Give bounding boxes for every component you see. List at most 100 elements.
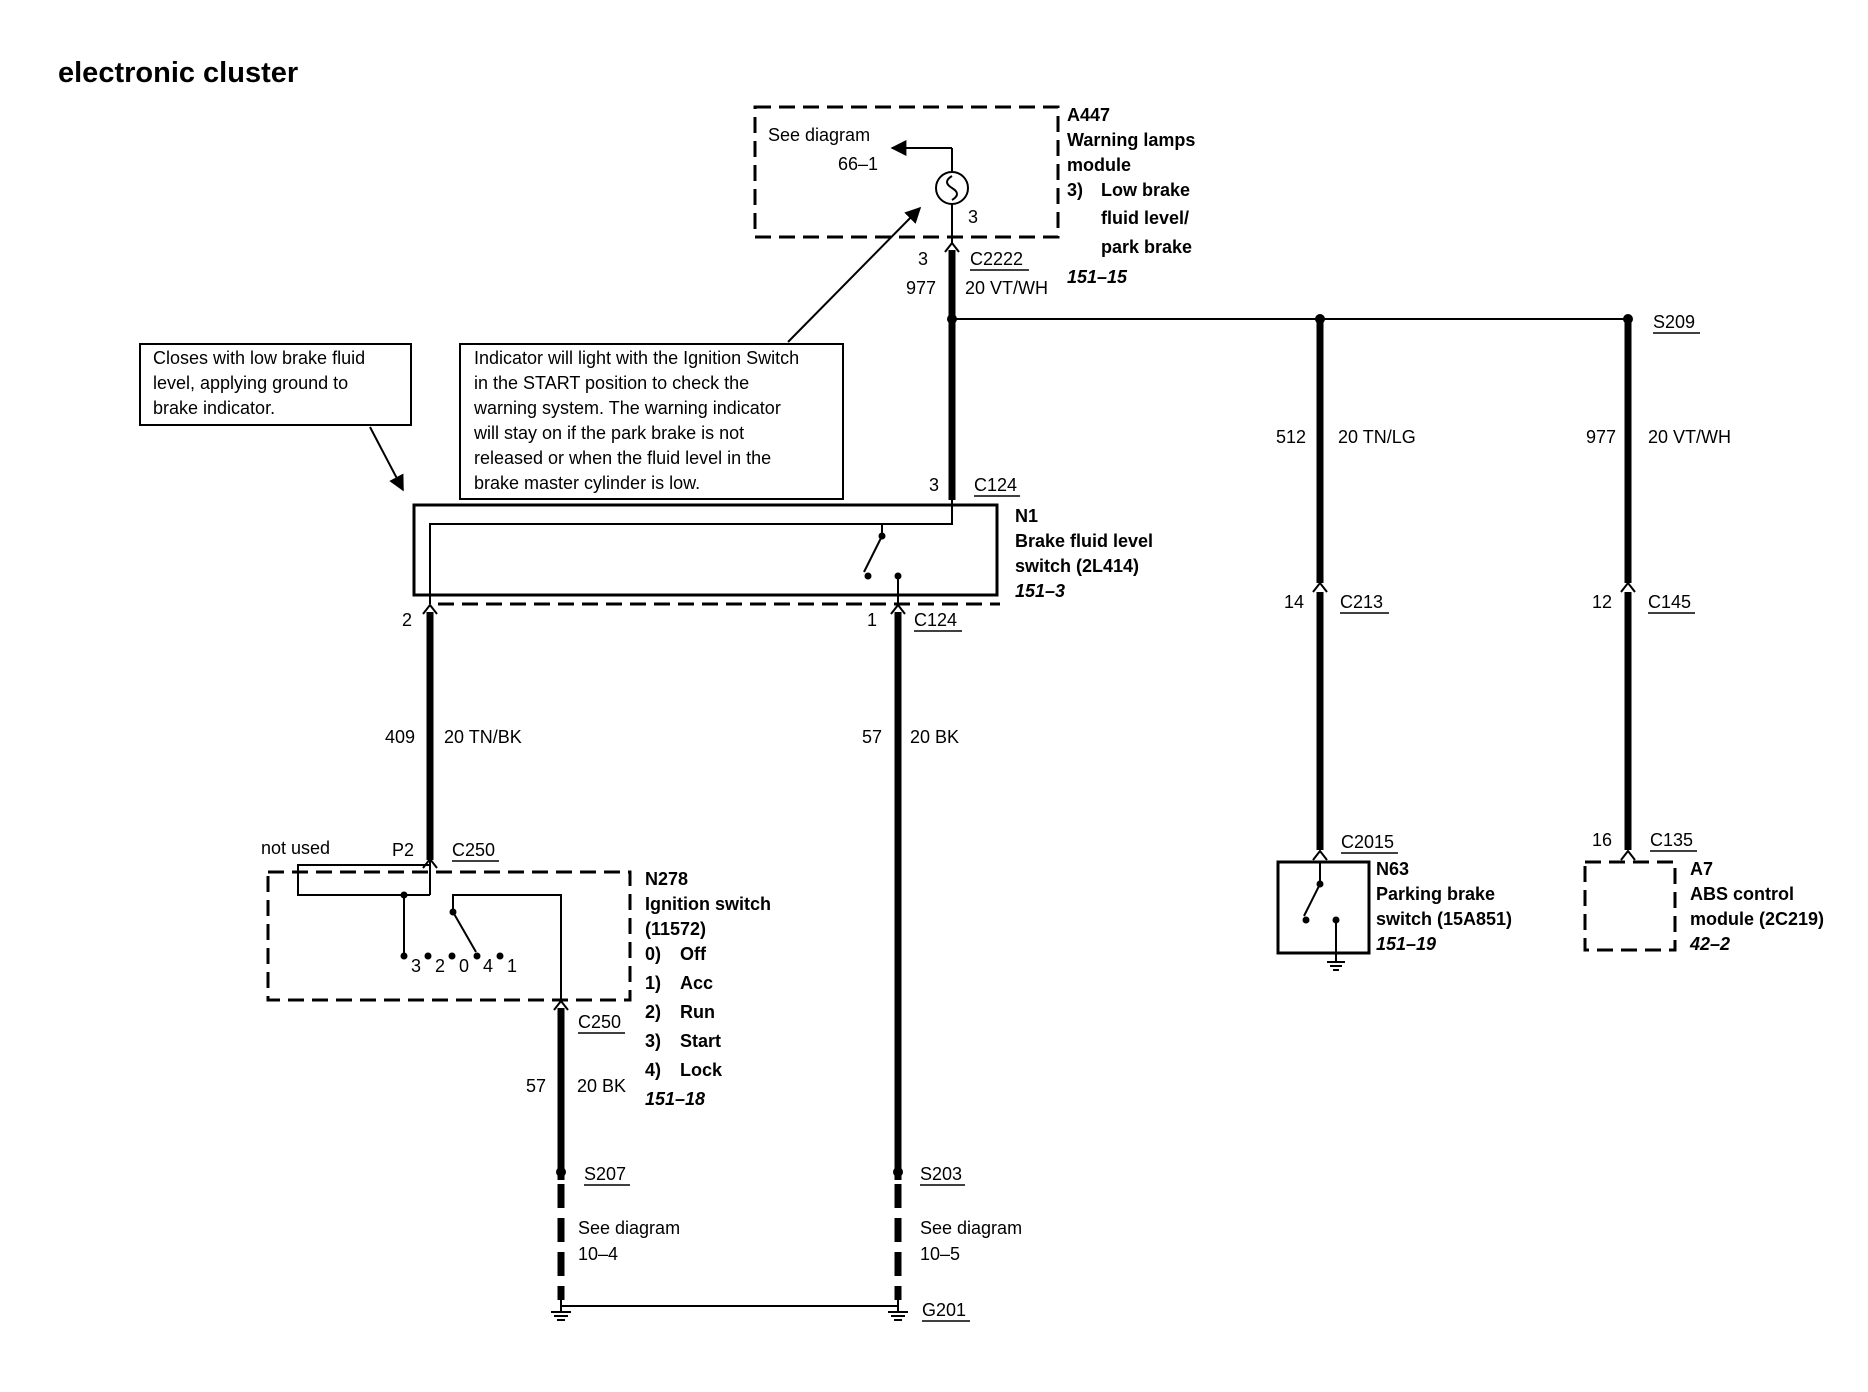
n278-pos-num: 4) (645, 1060, 661, 1080)
wire-57-left-gauge: 20 BK (577, 1076, 626, 1096)
wire-977-top-gauge: 20 VT/WH (965, 278, 1048, 298)
a447-see-ref: 66–1 (838, 154, 878, 174)
wire-512-circuit: 512 (1276, 427, 1306, 447)
n278-pos-name: Off (680, 944, 707, 964)
n1-switch-arm (863, 535, 883, 573)
a447-pin: 3 (968, 207, 978, 227)
n278-pos-num: 1) (645, 973, 661, 993)
n1-id: N1 (1015, 506, 1038, 526)
ground-icon (1327, 953, 1345, 971)
a447-function-line-1: Low brake (1101, 180, 1190, 200)
c135-name: C135 (1650, 830, 1693, 850)
wire-977-top: 3 C2222 977 20 VT/WH (906, 241, 1048, 500)
c250-bottom-name: C250 (578, 1012, 621, 1032)
callout-low-fluid: Closes with low brake fluid level, apply… (139, 343, 412, 492)
wire-57-left-circuit: 57 (526, 1076, 546, 1096)
a7-id: A7 (1690, 859, 1713, 879)
ground-icon (551, 1300, 571, 1321)
a447-name-line-1: Warning lamps (1067, 130, 1195, 150)
c124-top-pin: 3 (929, 475, 939, 495)
s207-ref: 10–4 (578, 1244, 618, 1264)
n278-pos-name: Start (680, 1031, 721, 1051)
n278-pos-name: Acc (680, 973, 713, 993)
callout-low-fluid-line-3: brake indicator. (153, 398, 275, 418)
callout-indicator-line-6: brake master cylinder is low. (474, 473, 700, 493)
c2015-name: C2015 (1341, 832, 1394, 852)
wire-512: 512 20 TN/LG 14 C213 C2015 (1276, 319, 1416, 861)
callout-indicator-line-2: in the START position to check the (474, 373, 749, 393)
a7-name-line-1: ABS control (1690, 884, 1794, 904)
a7-abs-module: A7 ABS control module (2C219) 42–2 (1583, 859, 1824, 954)
n1-ref: 151–3 (1015, 581, 1065, 601)
callout-low-fluid-line-1: Closes with low brake fluid (153, 348, 365, 368)
n278-pos-label: 1 (507, 956, 517, 976)
c145-pin: 12 (1592, 592, 1612, 612)
n278-pos-name: Run (680, 1002, 715, 1022)
n63-switch-arm (1303, 883, 1321, 917)
wire-977-right: 977 20 VT/WH 12 C145 16 C135 (1586, 319, 1731, 861)
n1-name-line-1: Brake fluid level (1015, 531, 1153, 551)
a447-function-num: 3) (1067, 180, 1083, 200)
n278-pos-label: 4 (483, 956, 493, 976)
c250-top-name: C250 (452, 840, 495, 860)
s207-name: S207 (584, 1164, 626, 1184)
n1-brake-fluid-switch: 3 C124 N1 Brake fluid level switch (2L41… (412, 475, 1153, 606)
c213-pin: 14 (1284, 592, 1304, 612)
callout-indicator-line-3: warning system. The warning indicator (473, 398, 781, 418)
n278-pos-label: 3 (411, 956, 421, 976)
n278-pos-num: 2) (645, 1002, 661, 1022)
c124-right-pin: 1 (867, 610, 877, 630)
wire-512-gauge: 20 TN/LG (1338, 427, 1416, 447)
callout-indicator-line-4: will stay on if the park brake is not (473, 423, 744, 443)
n278-pos-label: 0 (459, 956, 469, 976)
n63-name-line-1: Parking brake (1376, 884, 1495, 904)
callout-indicator: Indicator will light with the Ignition S… (459, 206, 922, 500)
s209-label: S209 (1653, 312, 1695, 332)
s207-see: See diagram (578, 1218, 680, 1238)
ground-icon (888, 1300, 908, 1321)
c145-name: C145 (1648, 592, 1691, 612)
wire-57-center: 1 C124 57 20 BK (862, 603, 962, 1180)
a447-module: See diagram 66–1 3 A447 Warning lamps mo… (753, 105, 1195, 287)
a447-function-line-2: fluid level/ (1101, 208, 1189, 228)
n63-name-line-2: switch (15A851) (1376, 909, 1512, 929)
wire-409-gauge: 20 TN/BK (444, 727, 522, 747)
n278-id: N278 (645, 869, 688, 889)
diagram-title: electronic cluster (58, 57, 298, 89)
wire-977-top-circuit: 977 (906, 278, 936, 298)
c2222-pin: 3 (918, 249, 928, 269)
a447-function-line-3: park brake (1101, 237, 1192, 257)
callout-indicator-line-1: Indicator will light with the Ignition S… (474, 348, 799, 368)
a447-name-line-2: module (1067, 155, 1131, 175)
a447-ref: 151–15 (1067, 267, 1128, 287)
c124-right-name: C124 (914, 610, 957, 630)
n278-pin: P2 (392, 840, 414, 860)
c124-left-pin: 2 (402, 610, 412, 630)
c213-name: C213 (1340, 592, 1383, 612)
n278-not-used: not used (261, 838, 330, 858)
c124-top-name: C124 (974, 475, 1017, 495)
wire-409: 2 409 20 TN/BK (385, 603, 522, 860)
s207-dot (556, 1167, 566, 1177)
callout-low-fluid-line-2: level, applying ground to (153, 373, 348, 393)
a447-id: A447 (1067, 105, 1110, 125)
n278-ref: 151–18 (645, 1089, 705, 1109)
splice-dot (947, 314, 957, 324)
n278-pos-num: 3) (645, 1031, 661, 1051)
a7-name-line-2: module (2C219) (1690, 909, 1824, 929)
s203-see: See diagram (920, 1218, 1022, 1238)
n63-parking-brake-switch: N63 Parking brake switch (15A851) 151–19 (1276, 859, 1512, 971)
s203-dot (893, 1167, 903, 1177)
c2222-name: C2222 (970, 249, 1023, 269)
c135-pin: 16 (1592, 830, 1612, 850)
callout-indicator-arrow (787, 206, 922, 343)
wire-57-center-circuit: 57 (862, 727, 882, 747)
a447-dashed-box (753, 105, 1060, 239)
n278-ignition-switch: not used P2 C250 3 2 0 4 1 N278 Ignition… (261, 838, 771, 1109)
wire-57-left: C250 57 20 BK (526, 999, 626, 1180)
wire-409-circuit: 409 (385, 727, 415, 747)
n278-pos-label: 2 (435, 956, 445, 976)
n1-name-line-2: switch (2L414) (1015, 556, 1139, 576)
wire-977-right-gauge: 20 VT/WH (1648, 427, 1731, 447)
